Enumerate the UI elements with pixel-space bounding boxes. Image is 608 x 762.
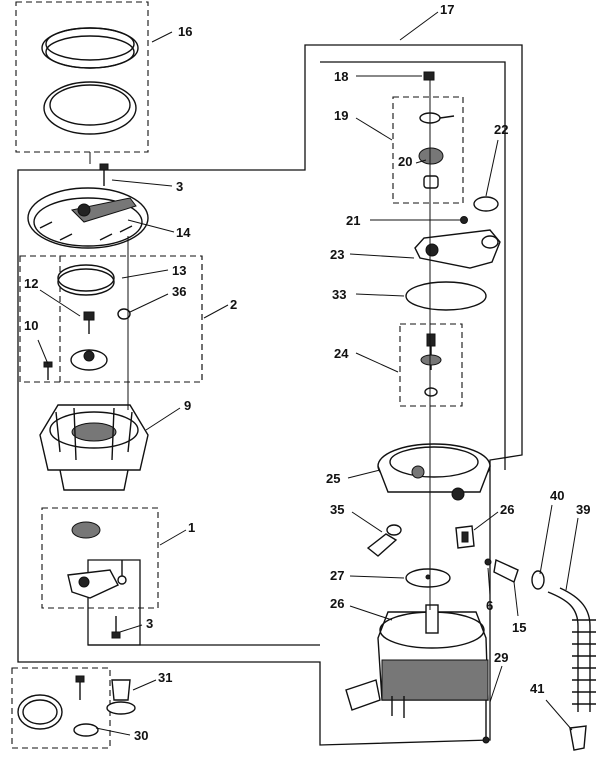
box-1 bbox=[41, 507, 159, 609]
callout-31: 31 bbox=[158, 670, 172, 685]
left-centerlines bbox=[89, 152, 129, 410]
callout-21: 21 bbox=[346, 213, 360, 228]
callout-26-top: 26 bbox=[500, 502, 514, 517]
callout-12: 12 bbox=[24, 276, 38, 291]
left-assembly-frame bbox=[17, 44, 523, 746]
part-28-motor bbox=[345, 604, 489, 718]
part-12-bolt bbox=[83, 311, 95, 334]
callout-25: 25 bbox=[326, 471, 340, 486]
callout-39: 39 bbox=[576, 502, 590, 517]
part-39-hose bbox=[547, 587, 596, 712]
box-19 bbox=[392, 96, 464, 204]
callout-19: 19 bbox=[334, 108, 348, 123]
callout-41: 41 bbox=[530, 681, 544, 696]
part-3-screw-top bbox=[99, 163, 109, 186]
callout-1: 1 bbox=[188, 520, 195, 535]
part-10-screw bbox=[43, 361, 53, 380]
callout-labels: 16 17 3 14 13 12 36 2 10 9 1 3 31 30 18 … bbox=[24, 2, 590, 743]
part-30-31-parts bbox=[17, 675, 136, 737]
part-14-plate bbox=[27, 187, 149, 249]
callout-24: 24 bbox=[334, 346, 349, 361]
part-21-screw bbox=[460, 216, 468, 224]
part-16-rings bbox=[41, 27, 139, 135]
part-40-clamp bbox=[531, 570, 545, 590]
leader-lines bbox=[37, 11, 579, 736]
part-24-shaft bbox=[420, 333, 442, 397]
callout-33: 33 bbox=[332, 287, 346, 302]
part-36-bushing bbox=[117, 308, 131, 320]
callout-16: 16 bbox=[178, 24, 192, 39]
callout-40: 40 bbox=[550, 488, 564, 503]
part-29-screw bbox=[482, 700, 490, 744]
part-1-gears bbox=[67, 521, 127, 599]
part-3-screw-bottom bbox=[111, 616, 121, 639]
part-26-clip bbox=[455, 525, 475, 549]
box-16 bbox=[15, 1, 149, 153]
callout-6: 6 bbox=[486, 598, 493, 613]
callout-18: 18 bbox=[334, 69, 348, 84]
part-27-washer bbox=[405, 568, 451, 588]
callout-26-bottom: 26 bbox=[330, 596, 344, 611]
part-20-spring bbox=[418, 147, 444, 189]
callout-23: 23 bbox=[330, 247, 344, 262]
part-gear-hub bbox=[70, 349, 108, 371]
part-23-bracket bbox=[414, 229, 501, 269]
callout-22: 22 bbox=[494, 122, 508, 137]
callout-14: 14 bbox=[176, 225, 191, 240]
callout-13: 13 bbox=[172, 263, 186, 278]
callout-29: 29 bbox=[494, 650, 508, 665]
callout-3-top: 3 bbox=[176, 179, 183, 194]
callout-15: 15 bbox=[512, 620, 526, 635]
callout-20: 20 bbox=[398, 154, 412, 169]
part-18-nut bbox=[423, 71, 435, 81]
callout-27: 27 bbox=[330, 568, 344, 583]
callout-3-bottom: 3 bbox=[146, 616, 153, 631]
part-19-clutch bbox=[419, 112, 455, 124]
callout-17: 17 bbox=[440, 2, 454, 17]
part-13-ring bbox=[57, 264, 115, 296]
callout-2: 2 bbox=[230, 297, 237, 312]
box-12 bbox=[59, 255, 203, 383]
callout-35: 35 bbox=[330, 502, 344, 517]
box-30 bbox=[11, 667, 111, 749]
dashed-group-boxes bbox=[11, 1, 464, 749]
callout-10: 10 bbox=[24, 318, 38, 333]
part-35-elbow bbox=[366, 524, 402, 557]
part-25-base bbox=[377, 443, 491, 501]
part-33-gasket bbox=[405, 281, 487, 311]
part-9-housing bbox=[39, 404, 149, 491]
part-22-seal bbox=[473, 196, 499, 212]
callout-9: 9 bbox=[184, 398, 191, 413]
transmission-frame bbox=[320, 61, 506, 470]
callout-36: 36 bbox=[172, 284, 186, 299]
callout-30: 30 bbox=[134, 728, 148, 743]
part-41-clamp bbox=[569, 725, 587, 751]
box-24 bbox=[399, 323, 463, 407]
